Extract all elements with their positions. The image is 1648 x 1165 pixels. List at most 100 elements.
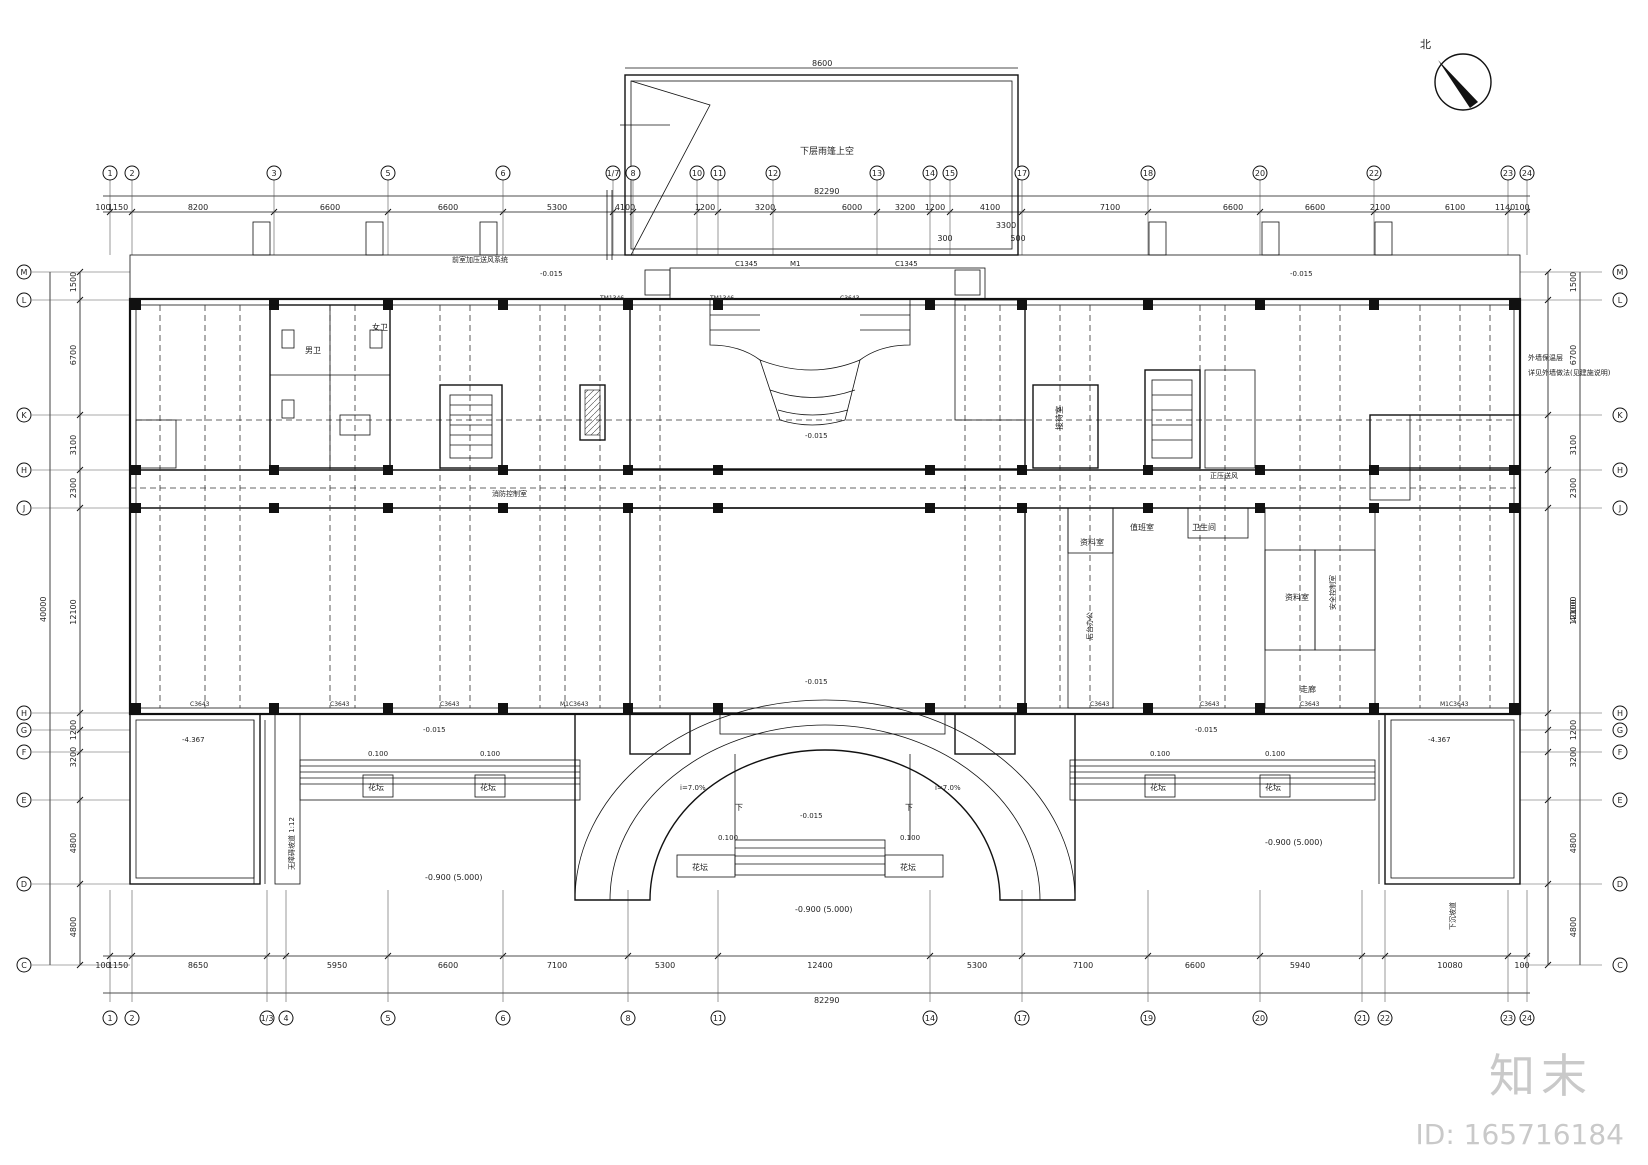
grid-bubble-label: 1 [107,1014,112,1023]
grid-bubble-label: 23 [1503,1014,1513,1023]
dimension-value: 12100 [69,599,78,624]
ramp-right-note: 下沉坡道 [1448,902,1457,930]
grid-bubble-label: 22 [1369,169,1379,178]
dimension-value: 5300 [547,203,567,212]
grid-bubble-label: F [22,748,27,757]
column [925,703,935,713]
dimension-value: 6700 [69,345,78,365]
dimension-value: 1150 [108,203,128,212]
column [383,465,393,475]
dimension-value: 5950 [327,961,347,970]
grid-bubble-left-C [16,957,32,973]
dimension-value: 6600 [1185,961,1205,970]
dimension-value: 100 [1514,961,1529,970]
grid-bubble-top-15 [942,165,958,181]
dimension-value: 6000 [842,203,862,212]
grid-bubble-top-8 [625,165,641,181]
dimension-value: 7100 [1073,961,1093,970]
door-tag-c1345-left: C1345 [735,260,758,268]
grid-bubble-label: H [21,466,27,475]
level-low-right: -4.367 [1428,736,1451,744]
grid-bubble-label: 15 [945,169,955,178]
column [713,703,723,713]
north-label: 北 [1420,38,1431,51]
level-ent-left: -0.015 [423,726,446,734]
central-hall: C1345 M1 C1345 [629,260,1026,714]
grid-bubble-bottom-14 [922,1010,938,1026]
grid-bubble-label: 17 [1017,1014,1027,1023]
grid-bubble-top-2 [124,165,140,181]
column [1017,465,1027,475]
level-rect: -0.015 [800,812,823,820]
grid-bubble-right-K [1612,407,1628,423]
grid-bubble-left-D [16,876,32,892]
dimension-value: 6600 [1223,203,1243,212]
column [383,503,393,513]
grid-bubble-left-G [16,722,32,738]
window-tag: TM1346 [599,295,624,302]
column [269,465,279,475]
grid-bubble-top-1/7 [605,165,621,181]
dimension-value: 6700 [1569,345,1578,365]
grid-bubble-label: H [1617,709,1623,718]
flower-bed-1: 花坛 [368,782,384,792]
grid-bubble-top-3 [266,165,282,181]
flower-bed-4: 花坛 [1265,782,1281,792]
watermark-id: ID: 165716184 [1415,1118,1624,1151]
grid-bubble-label: 14 [925,1014,935,1023]
window-tag: C3643 [190,701,210,708]
level-stair-right: 0.100 [900,834,920,842]
level-terr-l2: 0.100 [480,750,500,758]
column [498,503,508,513]
column [1369,300,1379,310]
window-tag: TM1346 [709,295,734,302]
dimension-value: 12100 [1569,599,1578,624]
grid-bubble-bottom-2 [124,1010,140,1026]
grid-bubble-left-M [16,264,32,280]
grid-bubble-top-10 [689,165,705,181]
column [925,300,935,310]
column [925,465,935,475]
column [498,703,508,713]
dimension-value: 3200 [1569,747,1578,767]
level-low-left: -4.367 [182,736,205,744]
grid-bubble-label: 22 [1380,1014,1390,1023]
dimension-lines [49,195,1581,994]
grid-bubble-top-17 [1014,165,1030,181]
grid-bubble-right-H [1612,705,1628,721]
column [1143,703,1153,713]
dimension-value: 2300 [1569,478,1578,498]
grid-bubble-top-18 [1140,165,1156,181]
grid-bubble-top-12 [765,165,781,181]
grid-bubble-bottom-19 [1140,1010,1156,1026]
window-tag: C3643 [1300,701,1320,708]
column [1369,465,1379,475]
column [1255,300,1265,310]
north-arrow-icon: 北 [1420,38,1492,111]
flower-bed-2: 花坛 [480,782,496,792]
grid-bubble-bottom-17 [1014,1010,1030,1026]
column [1255,703,1265,713]
grid-lines [32,173,1602,1002]
right-total-dimension: 40000 [1569,597,1578,622]
slope-left: i=7.0% [680,784,706,792]
level-terr-r2: 0.100 [1265,750,1285,758]
backup-office-label: 后台办公 [1085,612,1094,640]
meeting-room-label: 接待室 [1054,406,1064,430]
dimension-value: 4100 [615,203,635,212]
grid-bubble-label: 8 [625,1014,630,1023]
grid-bubble-bottom-4 [278,1010,294,1026]
grid-bubble-bottom-20 [1252,1010,1268,1026]
dimension-value: 4800 [69,833,78,853]
level-terr-l1: 0.100 [368,750,388,758]
dimension-value: 5940 [1290,961,1310,970]
grid-bubble-label: 5 [385,169,390,178]
dimension-value: 7100 [1100,203,1120,212]
grid-bubble-right-D [1612,876,1628,892]
dimension-value: 8200 [188,203,208,212]
dimension-value: 10080 [1437,961,1462,970]
level-top-right: -0.015 [1290,270,1313,278]
